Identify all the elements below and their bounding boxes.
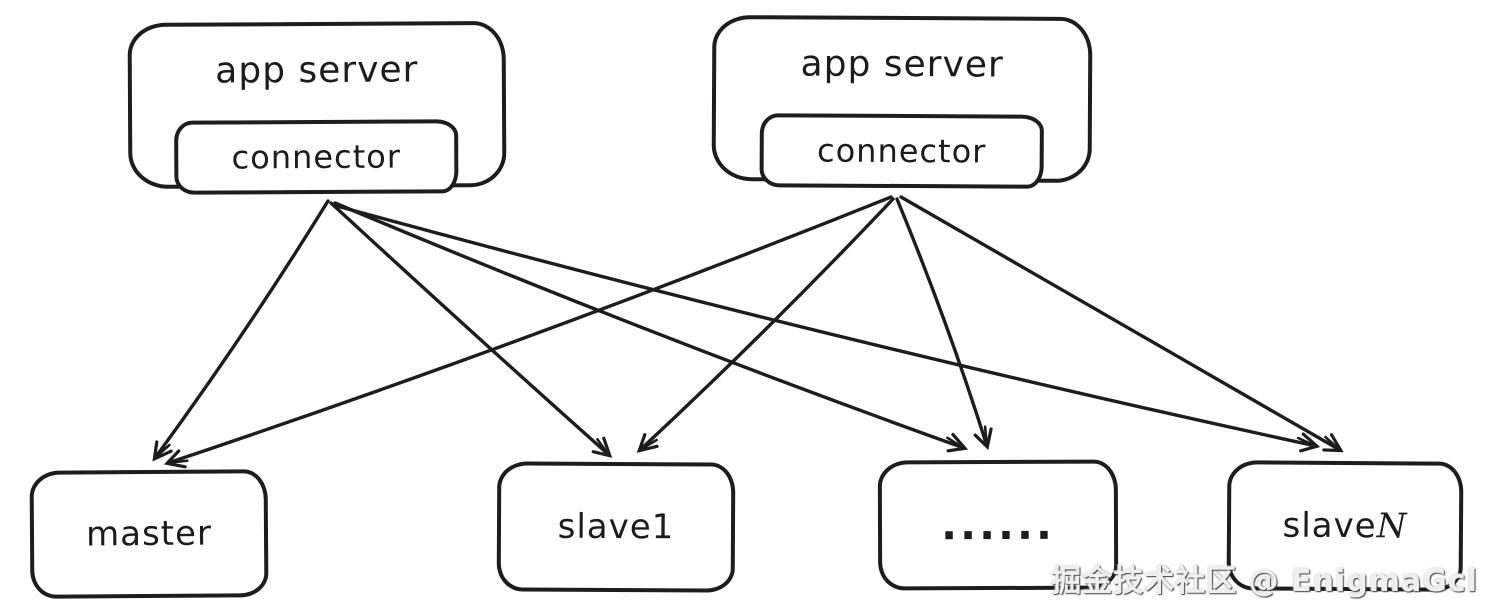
connector-1-label: connector xyxy=(231,137,402,177)
edge-connector-2-to-ellipsis xyxy=(895,197,993,451)
ellipsis-label: ...... xyxy=(941,499,1055,550)
node-slave1: slave1 xyxy=(496,461,736,593)
edge-connector-1-to-master xyxy=(152,199,330,462)
edge-connector-1-to-ellipsis xyxy=(333,201,969,453)
edge-connector-1-to-slaveN xyxy=(335,204,1321,453)
app-server-1-label: app server xyxy=(215,49,419,92)
node-connector-1: connector xyxy=(174,119,459,195)
edge-connector-2-to-slave1 xyxy=(636,197,895,453)
node-app-server-2: app server connector xyxy=(711,15,1093,189)
edge-connector-2-to-slaveN xyxy=(899,195,1344,453)
slave1-label: slave1 xyxy=(557,506,675,548)
node-connector-2: connector xyxy=(759,113,1044,189)
node-app-server-1: app server connector xyxy=(127,21,507,195)
app-server-2-label: app server xyxy=(800,43,1004,86)
master-label: master xyxy=(85,513,213,555)
slaveN-suffix: N xyxy=(1376,506,1408,547)
connector-2-label: connector xyxy=(816,131,987,171)
watermark: 掘金技术社区 @ EnigmaGcl xyxy=(1051,564,1478,599)
node-master: master xyxy=(29,469,269,599)
edge-connector-1-to-slave1 xyxy=(329,201,613,458)
slaveN-label: slaveN xyxy=(1282,505,1408,547)
edge-connector-2-to-master xyxy=(163,195,893,469)
